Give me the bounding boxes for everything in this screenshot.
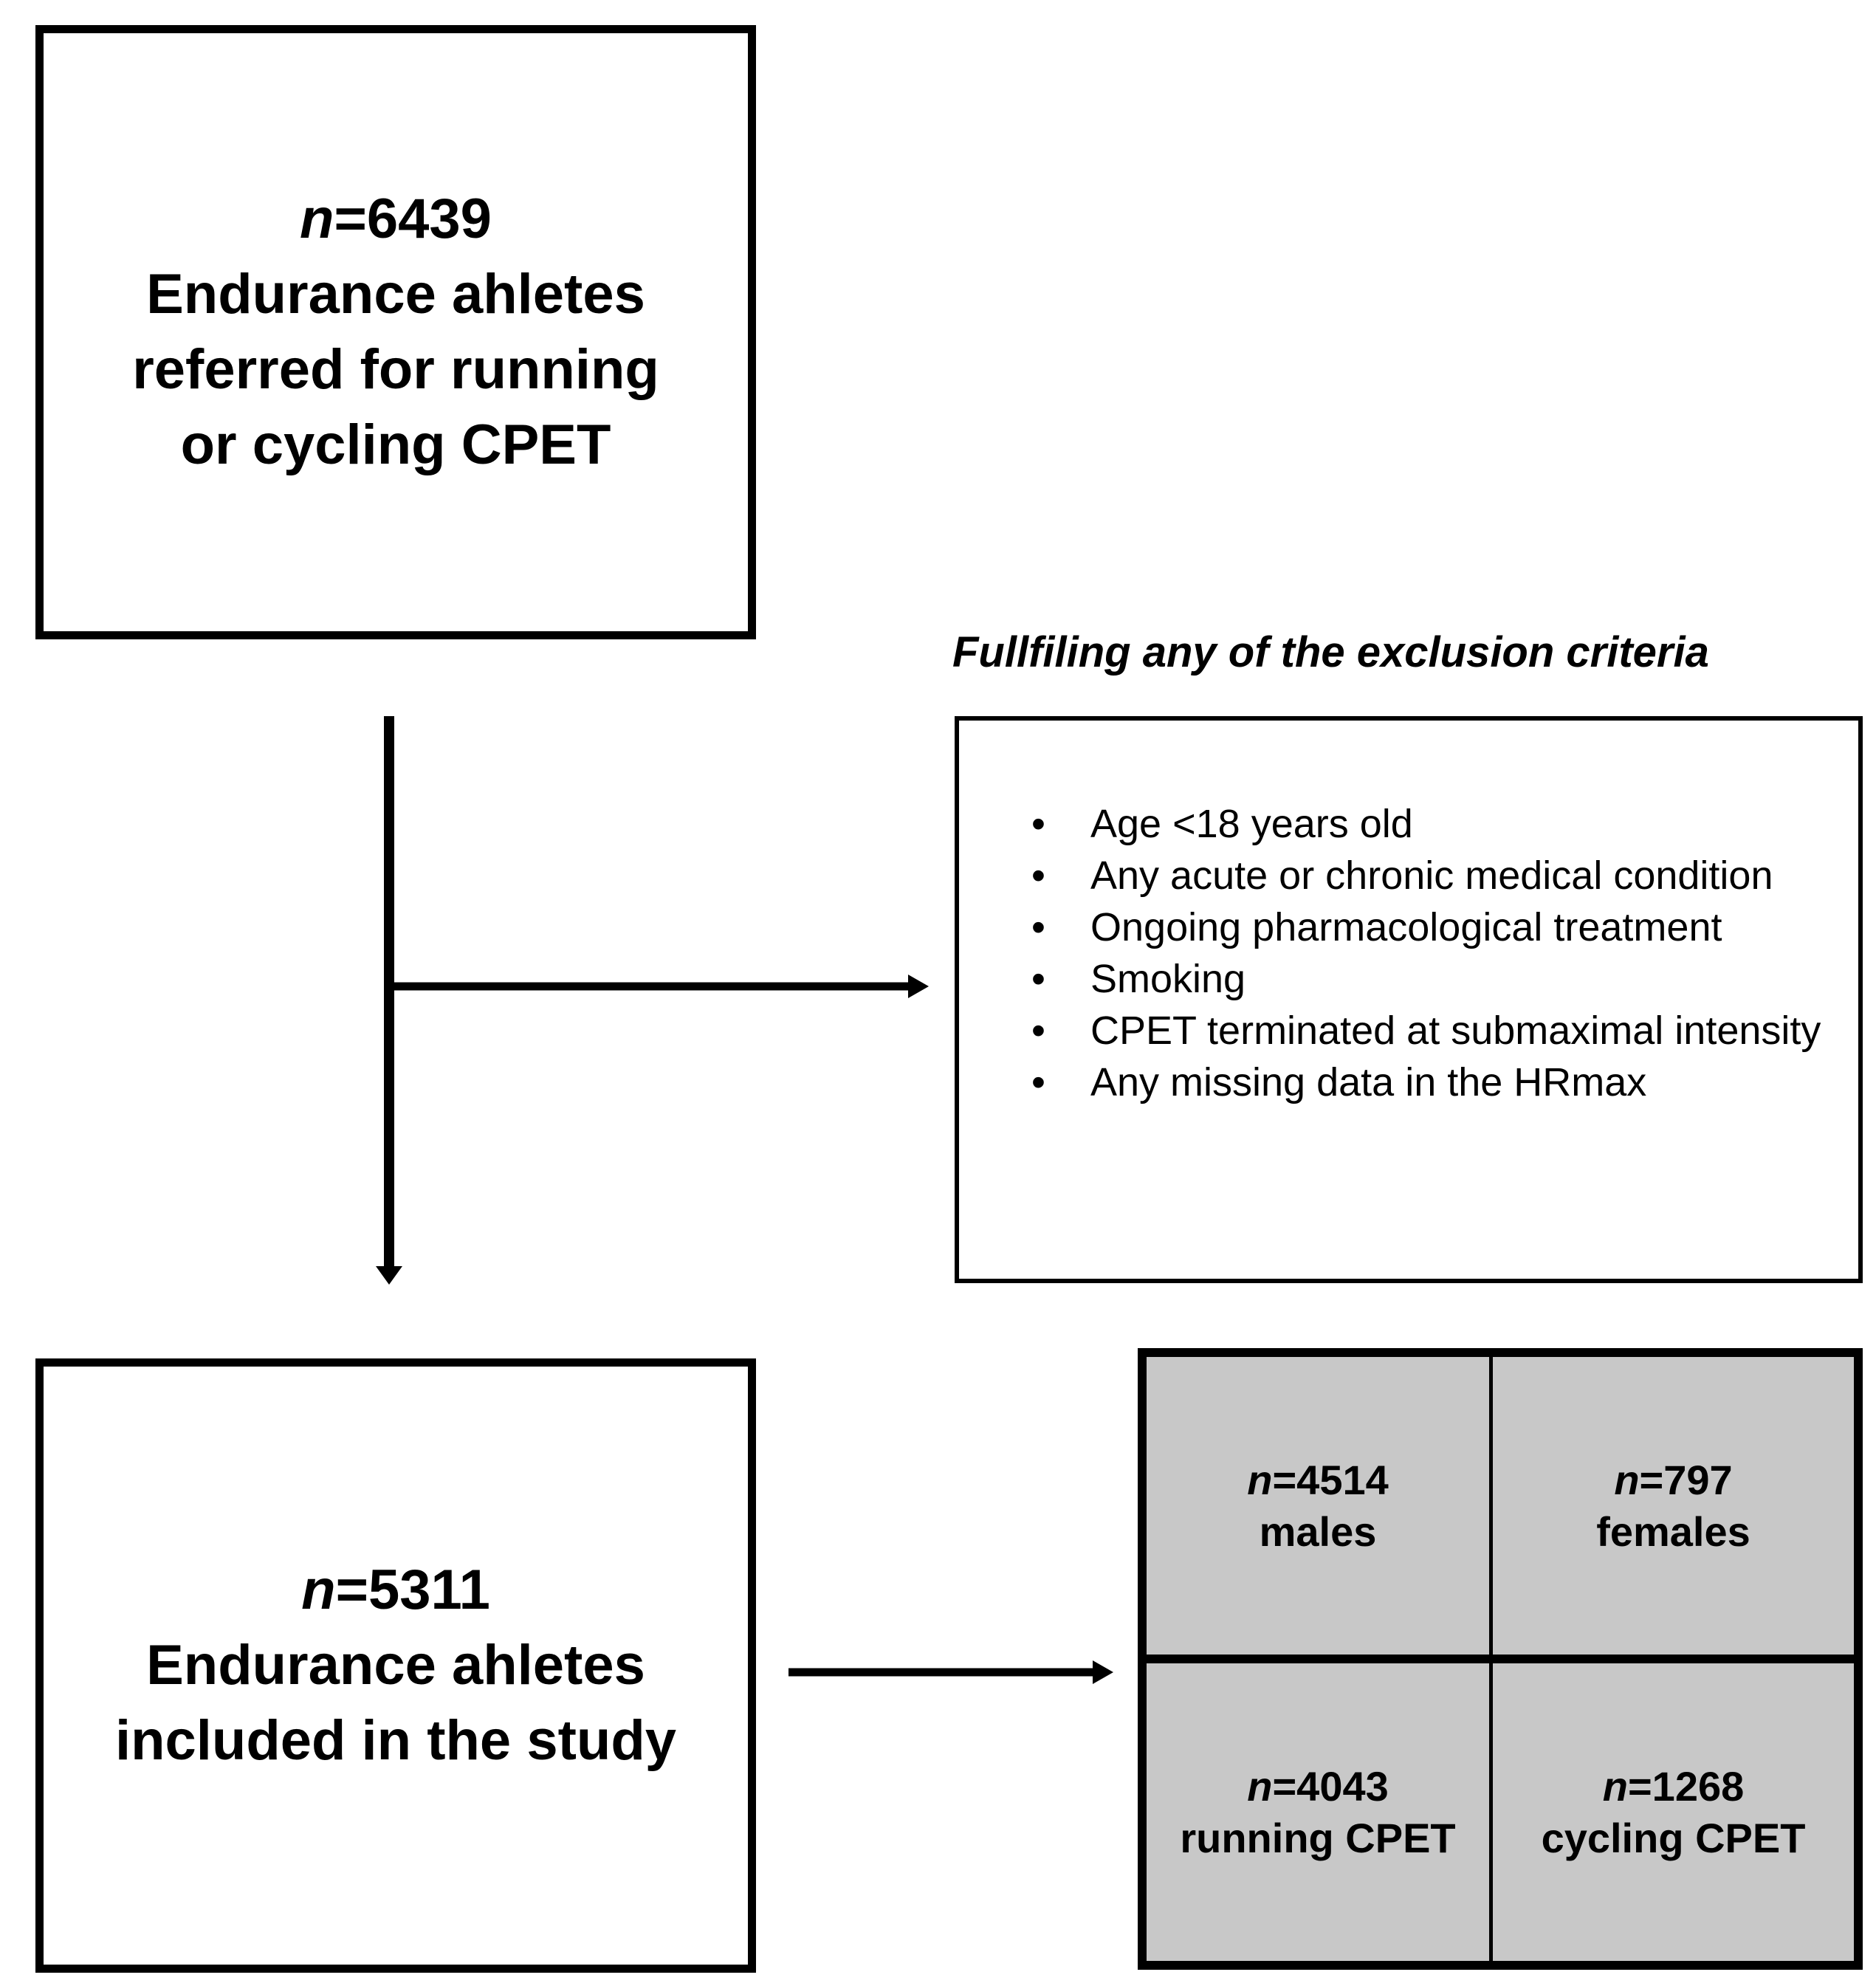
breakdown-grid: n=4514 males n=797 females n=4043 runnin… [1138, 1348, 1863, 1970]
females-label: females [1596, 1508, 1750, 1555]
bullet-icon: • [1031, 1009, 1045, 1053]
grid-horizontal-divider [1147, 1655, 1854, 1663]
running-count: n=4043 [1247, 1762, 1389, 1810]
criterion-item: •Any missing data in the HRmax [1031, 1056, 1836, 1108]
criterion-item: •CPET terminated at submaximal intensity [1031, 1005, 1836, 1056]
included-count: n=5311 [301, 1559, 490, 1621]
bullet-icon: • [1031, 853, 1045, 898]
referred-line-1: Endurance ahletes [146, 263, 645, 326]
included-athletes-box: n=5311 Endurance ahletes included in the… [35, 1358, 756, 1973]
cycling-cpet-cell: n=1268 cycling CPET [1493, 1663, 1854, 1961]
main-flow-arrowhead [376, 1266, 402, 1285]
females-count: n=797 [1614, 1456, 1733, 1503]
running-cpet-cell: n=4043 running CPET [1147, 1663, 1489, 1961]
exclusion-criteria-list: •Age <18 years old •Any acute or chronic… [1031, 798, 1836, 1108]
included-line-1: Endurance ahletes [146, 1634, 645, 1697]
referred-athletes-box: n=6439 Endurance ahletes referred for ru… [35, 25, 756, 639]
criterion-item: •Ongoing pharmacological treatment [1031, 901, 1836, 953]
bullet-icon: • [1031, 905, 1045, 949]
running-label: running CPET [1180, 1814, 1456, 1861]
bullet-icon: • [1031, 957, 1045, 1001]
breakdown-arrowhead [1093, 1660, 1113, 1684]
exclusion-branch-arrowhead [908, 975, 929, 998]
included-line-2: included in the study [114, 1709, 677, 1772]
exclusion-criteria-box: •Age <18 years old •Any acute or chronic… [955, 716, 1863, 1283]
cycling-label: cycling CPET [1541, 1814, 1806, 1861]
bullet-icon: • [1031, 802, 1045, 846]
females-cell: n=797 females [1493, 1357, 1854, 1655]
males-cell: n=4514 males [1147, 1357, 1489, 1655]
referred-line-3: or cycling CPET [180, 413, 611, 476]
referred-count: n=6439 [300, 188, 492, 250]
cycling-count: n=1268 [1602, 1762, 1745, 1810]
referred-line-2: referred for running [132, 338, 659, 401]
exclusion-title: Fullfiling any of the exclusion criteria [952, 628, 1709, 676]
criterion-item: •Age <18 years old [1031, 798, 1836, 850]
males-count: n=4514 [1247, 1456, 1389, 1503]
criterion-item: •Any acute or chronic medical condition [1031, 850, 1836, 901]
bullet-icon: • [1031, 1060, 1045, 1104]
criterion-item: •Smoking [1031, 953, 1836, 1005]
males-label: males [1259, 1508, 1377, 1555]
